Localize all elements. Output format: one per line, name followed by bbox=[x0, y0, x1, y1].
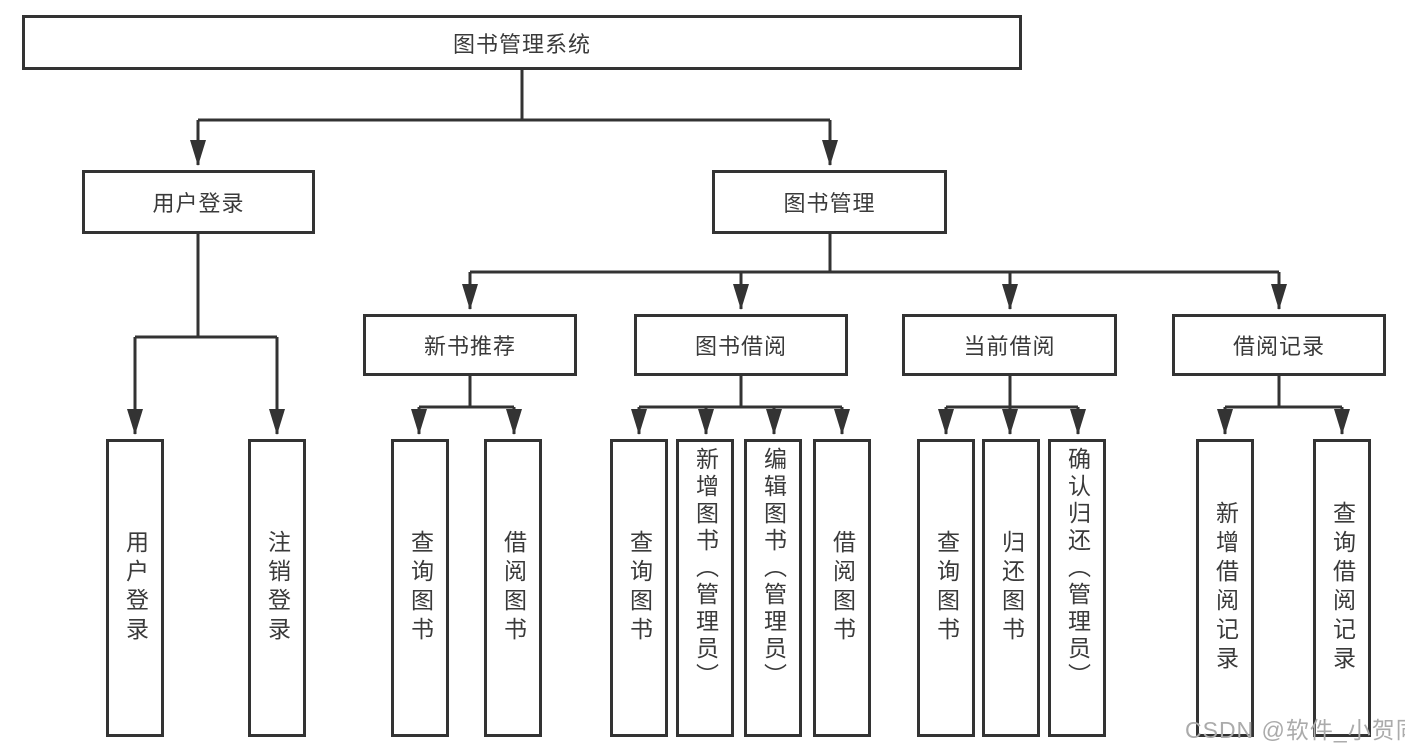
leaf-label: 用户登录 bbox=[122, 530, 149, 646]
node-borrow-records: 借阅记录 bbox=[1172, 314, 1386, 376]
leaf-add-borrow-record: 新增借阅记录 bbox=[1196, 439, 1254, 737]
node-current-borrow: 当前借阅 bbox=[902, 314, 1117, 376]
leaf-label: 编辑图书（管理员） bbox=[760, 447, 787, 690]
leaf-borrow-books: 借阅图书 bbox=[813, 439, 871, 737]
csdn-watermark: CSDN @软件_小贺同学 bbox=[1185, 717, 1405, 743]
node-book-management: 图书管理 bbox=[712, 170, 947, 234]
leaf-label: 新增借阅记录 bbox=[1212, 501, 1239, 675]
leaf-label: 查询图书 bbox=[407, 530, 434, 646]
leaf-add-books-admin: 新增图书（管理员） bbox=[676, 439, 734, 737]
leaf-label: 新增图书（管理员） bbox=[692, 447, 719, 690]
leaf-query-books-current: 查询图书 bbox=[917, 439, 975, 737]
node-library-management-system: 图书管理系统 bbox=[22, 15, 1022, 70]
leaf-edit-books-admin: 编辑图书（管理员） bbox=[744, 439, 802, 737]
leaf-label: 借阅图书 bbox=[829, 530, 856, 646]
node-book-borrow: 图书借阅 bbox=[634, 314, 848, 376]
leaf-return-books: 归还图书 bbox=[982, 439, 1040, 737]
node-new-book-recommend: 新书推荐 bbox=[363, 314, 577, 376]
leaf-label: 查询借阅记录 bbox=[1329, 501, 1356, 675]
leaf-query-borrow-record: 查询借阅记录 bbox=[1313, 439, 1371, 737]
leaf-borrow-books-recommend: 借阅图书 bbox=[484, 439, 542, 737]
leaf-user-login: 用户登录 bbox=[106, 439, 164, 737]
leaf-label: 注销登录 bbox=[264, 530, 291, 646]
leaf-label: 确认归还（管理员） bbox=[1064, 447, 1091, 690]
leaf-query-books-recommend: 查询图书 bbox=[391, 439, 449, 737]
leaf-label: 借阅图书 bbox=[500, 530, 527, 646]
leaf-query-books-borrow: 查询图书 bbox=[610, 439, 668, 737]
leaf-label: 查询图书 bbox=[933, 530, 960, 646]
leaf-label: 归还图书 bbox=[998, 530, 1025, 646]
node-user-login: 用户登录 bbox=[82, 170, 315, 234]
leaf-confirm-return-admin: 确认归还（管理员） bbox=[1048, 439, 1106, 737]
leaf-logout: 注销登录 bbox=[248, 439, 306, 737]
leaf-label: 查询图书 bbox=[626, 530, 653, 646]
